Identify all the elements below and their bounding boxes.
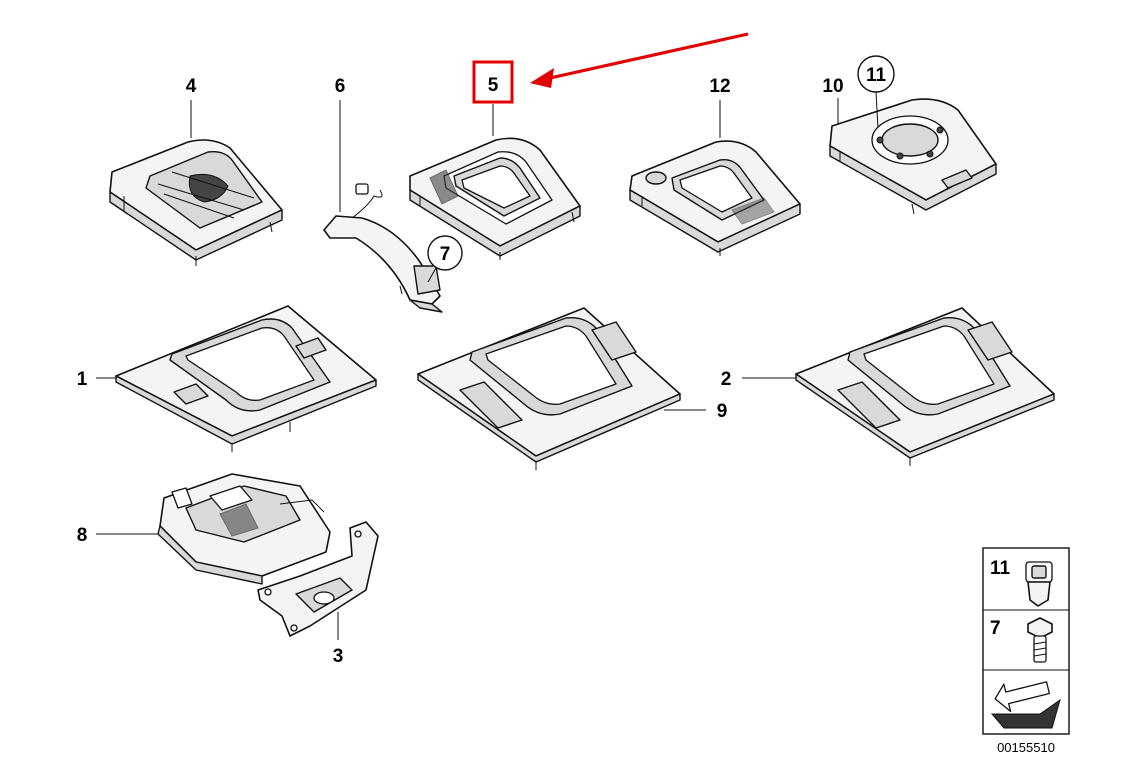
callout-11: 11 [866,65,887,86]
highlight-box [472,60,514,104]
part-1-trim-panel [115,305,377,452]
callout-10: 10 [822,76,843,97]
part-8-console-housing [157,473,331,585]
callout-6: 6 [335,76,346,97]
legend-row-11-label: 11 [990,558,1011,579]
callout-7-circle [427,235,463,271]
callout-12: 12 [709,76,730,97]
pointer-arrow-head [530,68,554,88]
part-4-selector-trim [109,139,283,266]
pointer-arrow-shaft [549,32,749,80]
direction-arrow-icon [990,681,1061,729]
callout-9: 9 [717,401,728,422]
callout-5: 5 [488,75,499,96]
callout-1: 1 [77,369,88,390]
callout-4: 4 [186,76,197,97]
part-9-trim-panel [417,307,681,470]
part-12-selector-cover [629,140,801,256]
part-3-bracket [257,521,379,637]
clip-nut-icon [1025,561,1053,607]
legend-row-7-label: 7 [990,618,1001,639]
part-10-cover [829,98,997,215]
callout-7: 7 [440,244,451,265]
callout-8: 8 [77,525,88,546]
part-2-trim-panel [795,307,1055,466]
hex-bolt-icon [1027,617,1053,663]
callout-2: 2 [721,369,732,390]
part-5-selector-cover [409,137,581,260]
callout-3: 3 [333,646,344,667]
reference-number: 00155510 [997,740,1055,755]
